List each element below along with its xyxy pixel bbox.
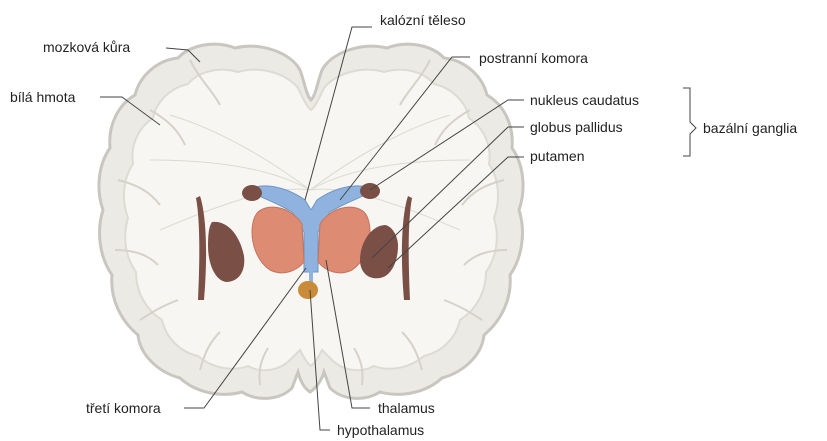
label-hypothalamus: hypothalamus <box>337 422 424 438</box>
hypothalamus-shape <box>298 281 318 299</box>
label-mozkova-kura: mozková kůra <box>43 39 130 55</box>
label-thalamus: thalamus <box>378 400 435 416</box>
label-postranni-komora: postranní komora <box>479 50 588 66</box>
caudate-nucleus-left <box>242 185 262 201</box>
label-bila-hmota: bílá hmota <box>10 89 75 105</box>
label-putamen: putamen <box>530 148 584 164</box>
label-bazalni-ganglia: bazální ganglia <box>703 120 797 136</box>
label-globus-pallidus: globus pallidus <box>530 119 623 135</box>
label-treti-komora: třetí komora <box>86 400 161 416</box>
basal-ganglia-bracket <box>683 88 696 156</box>
label-kalozni-teleso: kalózní těleso <box>380 12 466 28</box>
label-nukleus-caudatus: nukleus caudatus <box>530 92 639 108</box>
